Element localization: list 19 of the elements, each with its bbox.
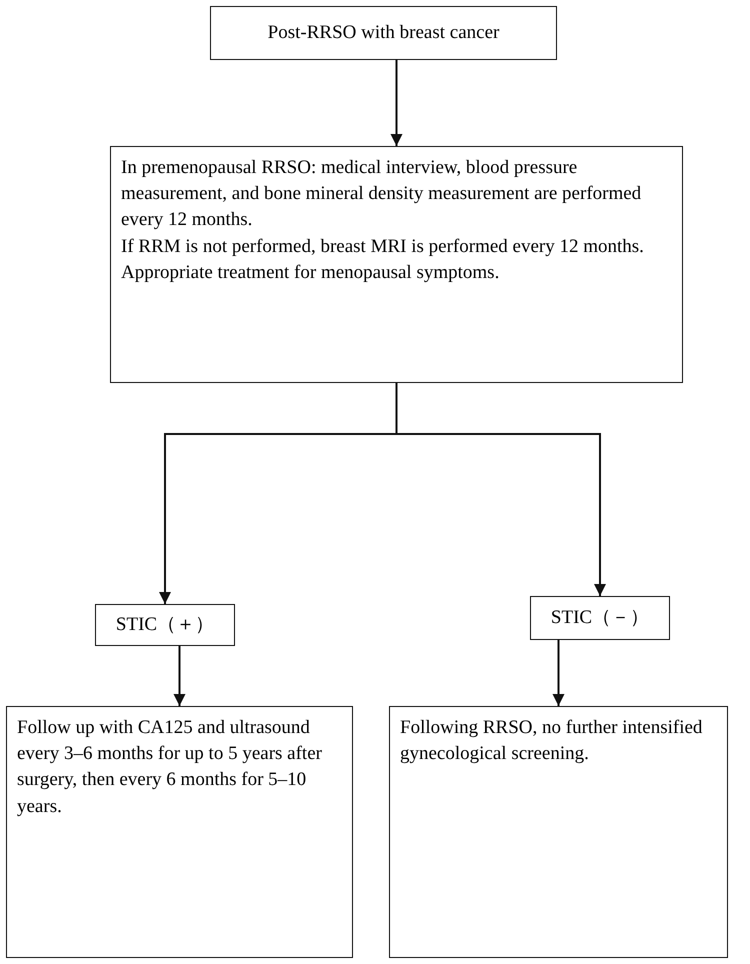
- arrow: [396, 383, 606, 596]
- box-text: Appropriate treatment for menopausal symptoms.: [121, 260, 500, 285]
- arrow: [174, 646, 186, 706]
- process-box: [110, 146, 683, 383]
- process-box: [6, 706, 353, 958]
- box-text: Follow up with CA125 and ultrasound: [17, 716, 311, 740]
- box-text: In premenopausal RRSO: medical interview, blood pressure measurement, and bone mineral density measurement are performed every 12 months.: [121, 156, 642, 232]
- process-box: [389, 706, 728, 958]
- process-box: [210, 6, 557, 60]
- box-text: Following RRSO, no further intensified gynecological screening.: [400, 716, 704, 766]
- arrow: [390, 60, 402, 146]
- process-box: [530, 596, 670, 640]
- box-text: STIC（＋）: [116, 612, 214, 637]
- arrow: [552, 640, 564, 706]
- process-box: [95, 604, 235, 646]
- box-text: Post-RRSO with breast cancer: [268, 20, 500, 45]
- box-text: If RRM is not performed, breast MRI is performed every 12 months.: [121, 234, 645, 259]
- box-text: every 3–6 months for up to 5 years after surgery, then every 6 months for 5–10 years.: [17, 742, 323, 819]
- box-text: STIC（－）: [550, 606, 650, 630]
